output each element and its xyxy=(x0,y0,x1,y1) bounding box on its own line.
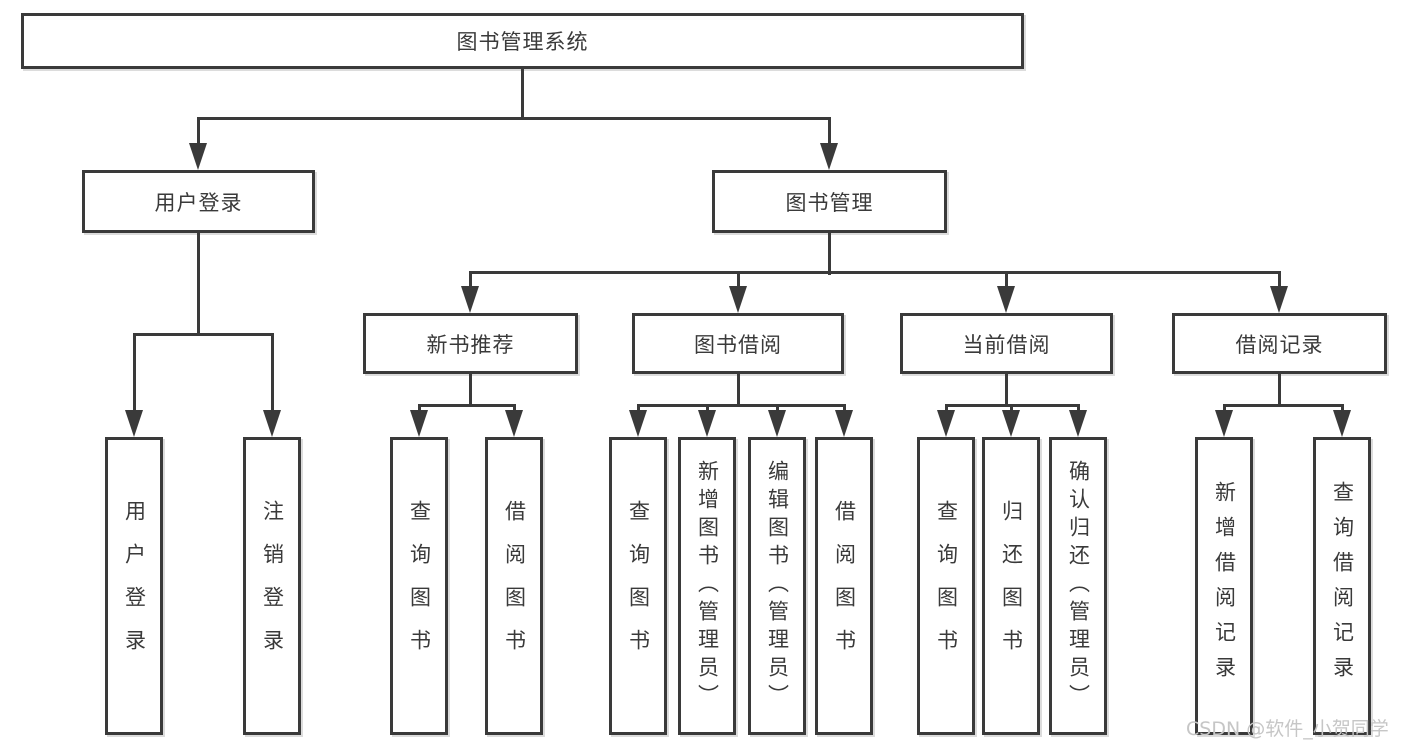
arrow-to-confirm-return-admin xyxy=(1069,410,1087,437)
node-user-login: 用户登录 xyxy=(82,170,315,233)
arrow-to-add-book-admin xyxy=(698,410,716,437)
connector-bb-drop-4 xyxy=(842,404,846,413)
arrow-to-recommend-query-book xyxy=(410,410,428,437)
arrow-to-query-borrow-record xyxy=(1333,410,1351,437)
connector-root-rail xyxy=(196,117,831,120)
arrow-to-book-borrowing xyxy=(729,286,747,313)
connector-br-drop-2 xyxy=(1340,404,1344,413)
connector-root-drop-left xyxy=(196,117,200,145)
connector-cb-stem xyxy=(1004,374,1008,407)
leaf-logout: 注销登录 xyxy=(243,437,301,735)
leaf-edit-book-admin: 编辑图书（管理员） xyxy=(748,437,806,735)
arrow-to-borrow-records xyxy=(1270,286,1288,313)
node-book-borrowing: 图书借阅 xyxy=(632,313,844,374)
connector-nr-drop-1 xyxy=(417,404,421,413)
connector-bb-drop-3 xyxy=(775,404,779,413)
arrow-to-leaf-logout xyxy=(263,410,281,437)
arrow-to-borrow-book xyxy=(835,410,853,437)
leaf-add-borrow-record: 新增借阅记录 xyxy=(1195,437,1253,735)
arrow-to-edit-book-admin xyxy=(768,410,786,437)
arrow-to-recommend-borrow-book xyxy=(505,410,523,437)
leaf-user-login: 用户登录 xyxy=(105,437,163,735)
connector-cb-drop-3 xyxy=(1076,404,1080,413)
leaf-borrow-book: 借阅图书 xyxy=(815,437,873,735)
node-book-management: 图书管理 xyxy=(712,170,947,233)
connector-bm-stem xyxy=(827,233,831,275)
connector-br-drop-1 xyxy=(1222,404,1226,413)
arrow-to-new-book-recommend xyxy=(461,286,479,313)
leaf-confirm-return-admin: 确认归还（管理员） xyxy=(1049,437,1107,735)
connector-bb-rail xyxy=(636,404,846,407)
connector-root-stem xyxy=(520,69,524,119)
leaf-add-book-admin: 新增图书（管理员） xyxy=(678,437,736,735)
arrow-to-current-borrowing xyxy=(997,286,1015,313)
leaf-query-borrow-record: 查询借阅记录 xyxy=(1313,437,1371,735)
arrow-to-current-query-book xyxy=(937,410,955,437)
connector-bm-drop-4 xyxy=(1277,271,1281,288)
connector-nr-drop-2 xyxy=(512,404,516,413)
node-library-management-system: 图书管理系统 xyxy=(21,13,1024,69)
node-new-book-recommend: 新书推荐 xyxy=(363,313,578,374)
arrow-to-add-borrow-record xyxy=(1215,410,1233,437)
connector-bm-drop-2 xyxy=(736,271,740,288)
csdn-watermark: CSDN @软件_小贺同学 xyxy=(1186,718,1389,740)
leaf-recommend-query-book: 查询图书 xyxy=(390,437,448,735)
connector-cb-drop-2 xyxy=(1009,404,1013,413)
connector-ul-rail xyxy=(132,333,274,336)
connector-bm-rail xyxy=(468,271,1281,274)
node-current-borrowing: 当前借阅 xyxy=(900,313,1113,374)
connector-ul-drop-2 xyxy=(270,333,274,412)
connector-bb-drop-1 xyxy=(636,404,640,413)
arrow-to-return-book xyxy=(1002,410,1020,437)
leaf-return-book: 归还图书 xyxy=(982,437,1040,735)
node-borrow-records: 借阅记录 xyxy=(1172,313,1387,374)
leaf-borrowing-query-book: 查询图书 xyxy=(609,437,667,735)
connector-root-drop-right xyxy=(827,117,831,145)
arrow-to-leaf-user-login xyxy=(125,410,143,437)
connector-nr-stem xyxy=(468,374,472,407)
arrow-to-book-management xyxy=(820,143,838,170)
connector-nr-rail xyxy=(417,404,516,407)
arrow-to-borrowing-query-book xyxy=(629,410,647,437)
leaf-current-query-book: 查询图书 xyxy=(917,437,975,735)
connector-bm-drop-3 xyxy=(1004,271,1008,288)
connector-bm-drop-1 xyxy=(468,271,472,288)
connector-br-rail xyxy=(1222,404,1344,407)
connector-cb-drop-1 xyxy=(944,404,948,413)
connector-br-stem xyxy=(1277,374,1281,407)
connector-ul-drop-1 xyxy=(132,333,136,412)
leaf-recommend-borrow-book: 借阅图书 xyxy=(485,437,543,735)
connector-ul-stem xyxy=(196,233,200,336)
connector-bb-stem xyxy=(736,374,740,407)
arrow-to-user-login xyxy=(189,143,207,170)
connector-bb-drop-2 xyxy=(705,404,709,413)
